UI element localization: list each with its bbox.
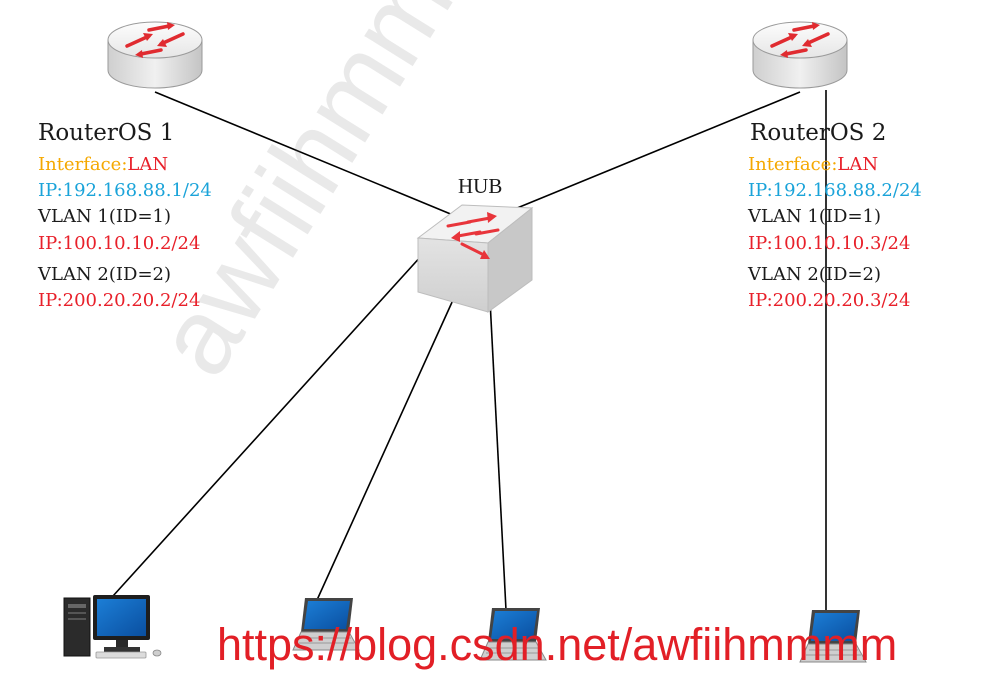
link-hub-laptop2 (490, 300, 506, 610)
interface-key: Interface: (38, 154, 127, 175)
router-2-interface: Interface:LAN (748, 156, 878, 174)
desktop-computer-icon[interactable] (64, 595, 161, 658)
router-2-vlan1-ip: IP:100.10.10.3/24 (748, 235, 910, 253)
router-2-vlan2-ip: IP:200.20.20.3/24 (748, 292, 910, 310)
url-watermark: https://blog.csdn.net/awfiihmmmm (217, 622, 897, 667)
router-2-lan-ip: IP:192.168.88.2/24 (748, 182, 922, 200)
router-1-vlan2-ip: IP:200.20.20.2/24 (38, 292, 200, 310)
router-1-interface: Interface:LAN (38, 156, 168, 174)
hub-icon[interactable] (418, 205, 532, 312)
router-1-name: RouterOS 1 (38, 122, 174, 145)
interface-value: LAN (127, 154, 168, 175)
router-1-icon[interactable] (108, 22, 202, 88)
router-2-vlan2-label: VLAN 2(ID=2) (748, 266, 881, 284)
links (113, 90, 826, 612)
router-2-name: RouterOS 2 (750, 122, 886, 145)
link-hub-laptop1 (317, 300, 453, 600)
interface-key: Interface: (748, 154, 837, 175)
router-1-vlan1-label: VLAN 1(ID=1) (38, 208, 171, 226)
hub-label: HUB (458, 176, 502, 197)
interface-value: LAN (837, 154, 878, 175)
router-2-vlan1-label: VLAN 1(ID=1) (748, 208, 881, 226)
router-1-vlan2-label: VLAN 2(ID=2) (38, 266, 171, 284)
router-1-lan-ip: IP:192.168.88.1/24 (38, 182, 212, 200)
router-1-vlan1-ip: IP:100.10.10.2/24 (38, 235, 200, 253)
router-2-icon[interactable] (753, 22, 847, 88)
